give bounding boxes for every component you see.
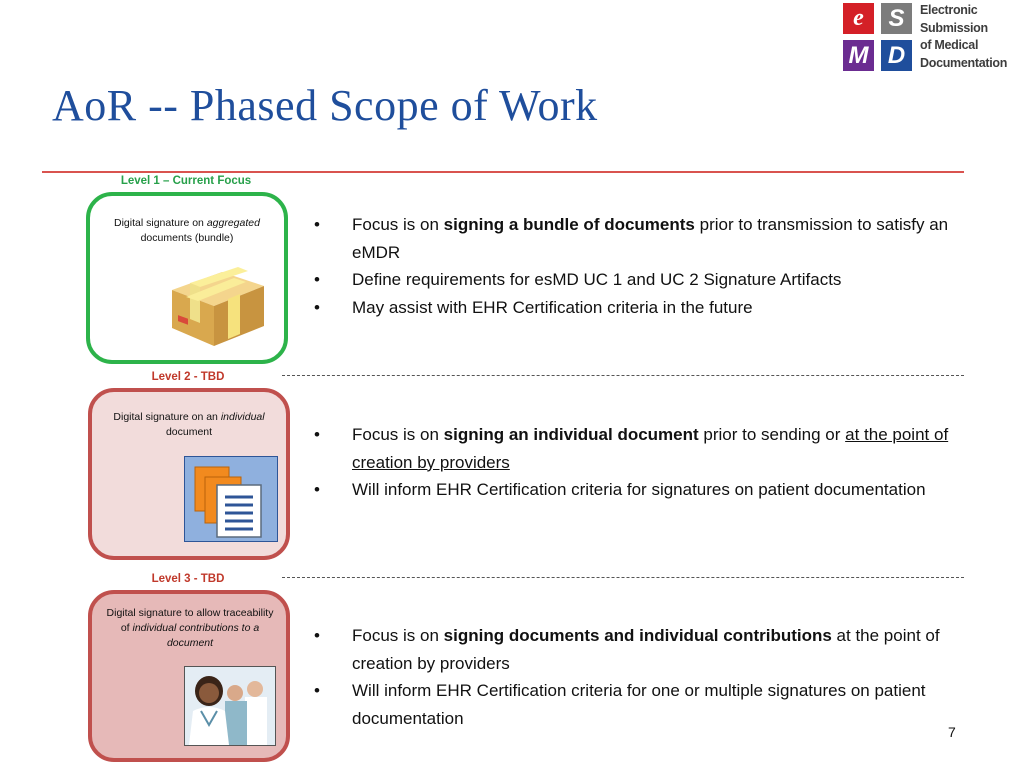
bullet-item: Will inform EHR Certification criteria f… [314,677,974,732]
level-1-label: Level 1 – Current Focus [120,175,252,187]
bullet-text: at the point of creation by providers [352,626,940,673]
level-2-caption: Digital signature on an individual docum… [108,410,270,440]
logo-tile-m: M [843,40,874,71]
bullet-text: Focus is on [352,425,444,444]
documents-icon [184,456,278,542]
level-2-bullets: Focus is on signing an individual docume… [314,421,974,504]
dashed-divider [282,577,964,578]
page-number: 7 [948,724,956,740]
caption-emphasis: individual contributions to a document [132,622,260,649]
caption-text: Digital signature on [114,217,207,229]
bullet-item: Focus is on signing an individual docume… [314,421,974,476]
providers-photo [184,666,276,746]
level-3-bullets: Focus is on signing documents and indivi… [314,622,974,732]
caption-emphasis: aggregated [206,217,260,229]
logo-tile-e: e [843,3,874,34]
caption-text: Digital signature on an [113,411,221,423]
level-1-box: Digital signature on aggregated document… [86,192,288,364]
caption-text: document [165,426,213,438]
caption-emphasis: individual [220,411,265,423]
level-2-label: Level 2 - TBD [151,371,225,383]
bullet-item: Define requirements for esMD UC 1 and UC… [314,266,974,294]
logo-line: of Medical [920,38,979,52]
logo-line: Electronic [920,3,978,17]
logo-text: Electronic Submission of Medical Documen… [920,2,1007,72]
bullet-underline: at the point of creation by providers [352,425,949,472]
logo-line: Documentation [920,55,1008,70]
bullet-item: Will inform EHR Certification criteria f… [314,476,974,504]
bullet-item: Focus is on signing documents and indivi… [314,622,974,677]
bullet-text: prior to transmission to satisfy an eMDR [352,215,949,262]
bullet-bold: signing an individual document [443,425,699,444]
level-2-box: Digital signature on an individual docum… [88,388,290,560]
level-1-bullets: Focus is on signing a bundle of document… [314,211,974,321]
caption-text: documents (bundle) [140,232,234,244]
package-icon [172,267,264,346]
bullet-text: prior to sending or [698,425,846,444]
bullet-text: Focus is on [352,626,444,645]
level-3-label: Level 3 - TBD [151,573,225,585]
level-3-caption: Digital signature to allow traceability … [102,606,278,651]
logo-tile-s: S [881,3,912,34]
bullet-item: Focus is on signing a bundle of document… [314,211,974,266]
esmd-logo: e S M D Electronic Submission of Medical… [843,3,1021,71]
bullet-item: May assist with EHR Certification criter… [314,294,974,322]
bullet-bold: signing documents and individual contrib… [443,626,832,645]
title-divider [42,171,964,173]
logo-tile-d: D [881,40,912,71]
bullet-bold: signing a bundle of documents [443,215,695,234]
dashed-divider [282,375,964,376]
caption-text: Digital signature to allow traceability … [106,607,274,634]
logo-line: Submission [920,20,988,35]
bullet-text: Focus is on [352,215,444,234]
slide-title: AoR -- Phased Scope of Work [52,81,598,130]
level-1-caption: Digital signature on aggregated document… [106,216,268,246]
level-3-box: Digital signature to allow traceability … [88,590,290,762]
